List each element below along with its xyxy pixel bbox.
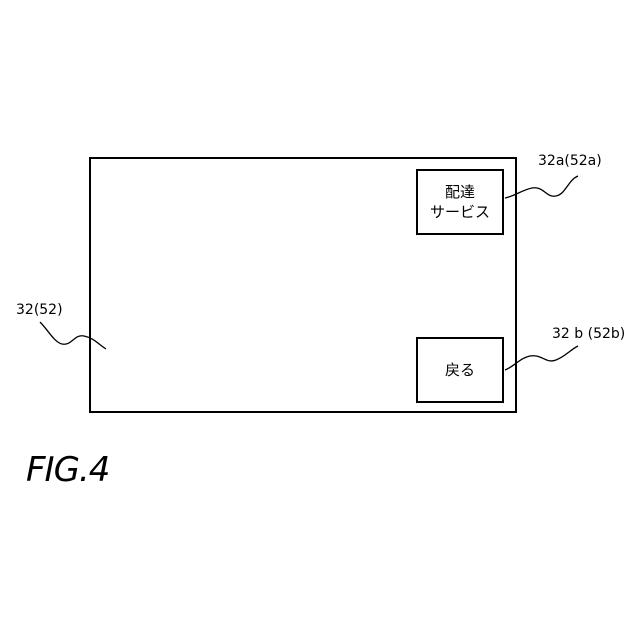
leader-line-screen bbox=[40, 322, 106, 349]
figure-caption: FIG.4 bbox=[26, 450, 109, 490]
back-button-reference-label: 32 b (52b) bbox=[552, 326, 625, 342]
leader-line-delivery-button bbox=[505, 176, 578, 198]
screen-reference-label: 32(52) bbox=[16, 302, 63, 318]
delivery-button-reference-label: 32a(52a) bbox=[538, 153, 602, 169]
leader-line-back-button bbox=[505, 346, 578, 370]
